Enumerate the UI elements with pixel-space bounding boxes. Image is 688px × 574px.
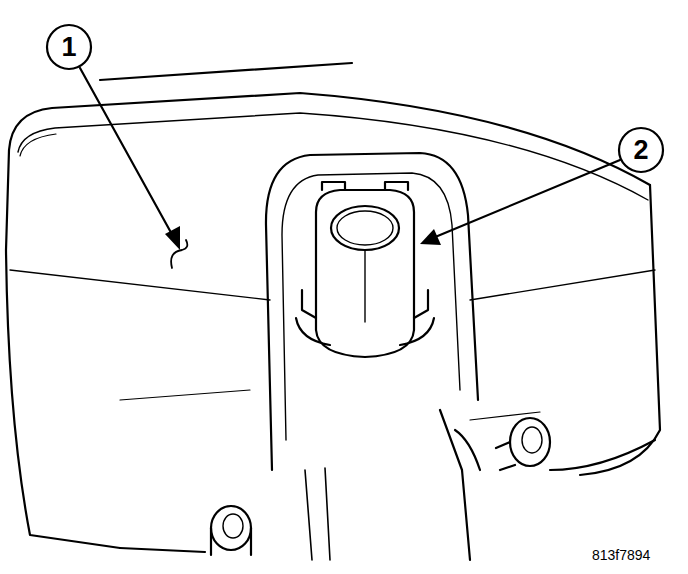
figure-code: 813f7894 bbox=[592, 548, 650, 562]
callout-number: 2 bbox=[633, 137, 648, 164]
callout-number: 1 bbox=[61, 34, 76, 61]
